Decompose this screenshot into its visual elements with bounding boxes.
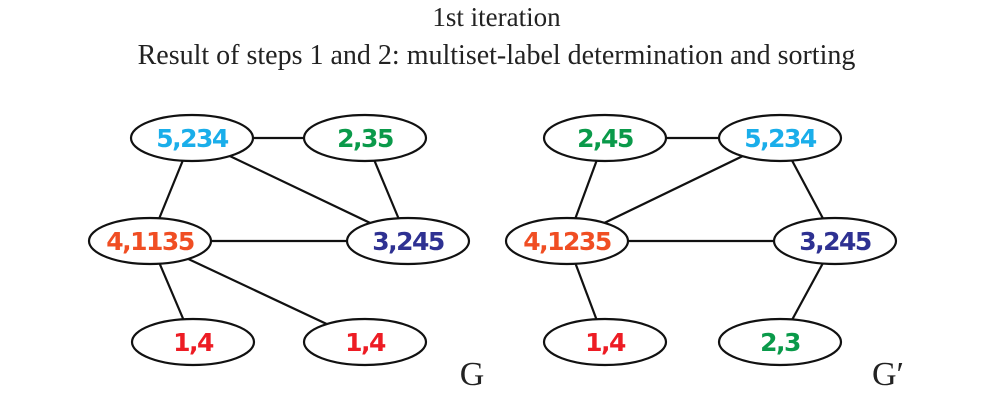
node-label: 3,245: [799, 227, 871, 256]
node: 4,1235: [504, 216, 630, 266]
iteration-title: 1st iteration: [432, 2, 561, 32]
node-label: 1,4: [173, 328, 214, 357]
node: 3,245: [772, 216, 898, 266]
node: 1,4: [542, 317, 668, 367]
node-ellipse: [129, 113, 255, 163]
node: 1,4: [302, 317, 428, 367]
node-ellipse: [87, 216, 213, 266]
graph-name: G′: [872, 356, 904, 393]
node-label: 4,1235: [523, 227, 611, 256]
node-label: 2,3: [760, 328, 800, 357]
node-label: 2,35: [337, 124, 393, 153]
step-subtitle: Result of steps 1 and 2: multiset-label …: [137, 40, 856, 71]
node-label: 5,234: [744, 124, 817, 153]
node-ellipse: [130, 317, 256, 367]
node-label: 1,4: [345, 328, 386, 357]
graph-g: 5,234 2,35 4,1135 3,245 1,4 1,4G: [87, 113, 485, 393]
node-ellipse: [717, 113, 843, 163]
node-ellipse: [345, 216, 471, 266]
node: 3,245: [345, 216, 471, 266]
node-ellipse: [302, 113, 428, 163]
node-ellipse: [542, 113, 668, 163]
node: 5,234: [129, 113, 255, 163]
node-label: 2,45: [577, 124, 633, 153]
node-ellipse: [542, 317, 668, 367]
node-label: 1,4: [585, 328, 626, 357]
graph-g-prime: 2,45 5,234 4,1235 3,245 1,4 2,3G′: [504, 113, 904, 393]
node-ellipse: [717, 317, 843, 367]
node: 5,234: [717, 113, 843, 163]
node-label: 3,245: [372, 227, 444, 256]
node-label: 5,234: [156, 124, 229, 153]
node: 2,3: [717, 317, 843, 367]
node-ellipse: [302, 317, 428, 367]
node-ellipse: [504, 216, 630, 266]
node: 1,4: [130, 317, 256, 367]
node: 2,45: [542, 113, 668, 163]
node-ellipse: [772, 216, 898, 266]
graph-name: G: [460, 356, 485, 393]
node: 2,35: [302, 113, 428, 163]
node-label: 4,1135: [106, 227, 194, 256]
node: 4,1135: [87, 216, 213, 266]
